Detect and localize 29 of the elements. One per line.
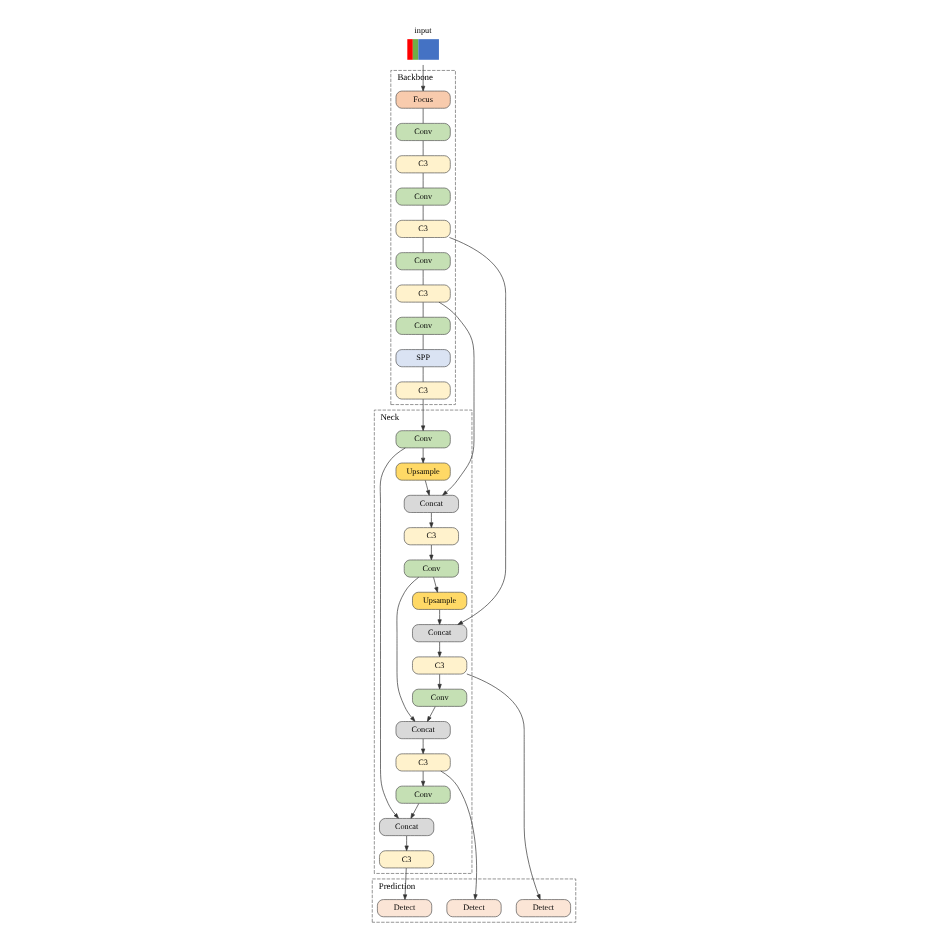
arrow [424, 480, 430, 496]
arrow [437, 641, 442, 658]
arrow [429, 544, 434, 561]
connector [422, 172, 424, 189]
arrow [421, 398, 426, 431]
arrow [438, 301, 475, 496]
connector [422, 108, 424, 124]
connector [422, 237, 424, 253]
arrow [437, 673, 442, 690]
arrow [421, 770, 426, 787]
arrow [421, 64, 426, 92]
arrow [440, 770, 478, 900]
arrow [404, 835, 409, 852]
arrow [433, 577, 439, 593]
connector [422, 140, 424, 156]
connector [422, 269, 424, 286]
arrow [449, 237, 506, 625]
arrow [410, 803, 420, 819]
arrow [379, 447, 406, 819]
connector [422, 366, 424, 383]
arrow [421, 738, 426, 755]
arrow [396, 576, 420, 722]
arrow [429, 512, 434, 528]
arrow [427, 706, 436, 722]
arrow [437, 609, 442, 625]
arrow [403, 867, 408, 900]
connector [422, 334, 424, 350]
arrow [421, 447, 426, 464]
arrow [466, 673, 541, 900]
